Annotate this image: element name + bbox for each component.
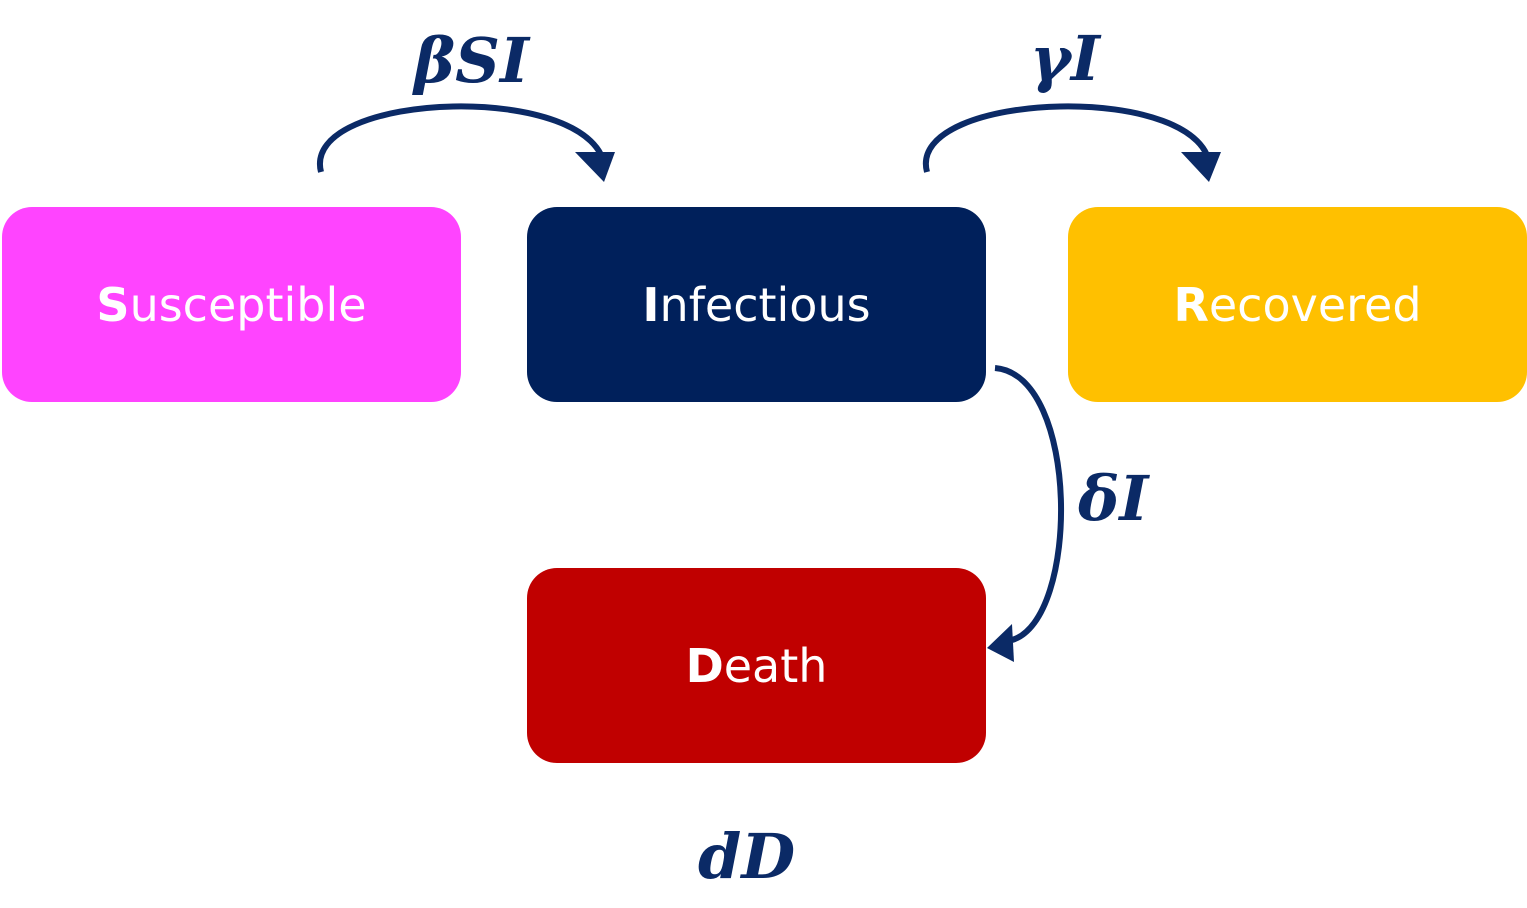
rate-death-label: δI bbox=[1078, 462, 1149, 535]
node-infectious: Infectious bbox=[527, 207, 986, 402]
rate-death-outflow-label: dD bbox=[698, 820, 796, 893]
node-recovered: Recovered bbox=[1068, 207, 1527, 402]
node-death-label: Death bbox=[685, 638, 828, 693]
node-susceptible: Susceptible bbox=[2, 207, 461, 402]
rate-infection-label: βSI bbox=[414, 24, 529, 97]
arrow-infectious-to-death bbox=[994, 365, 1065, 643]
node-susceptible-label: Susceptible bbox=[96, 277, 367, 332]
rate-recovery-label: γI bbox=[1030, 22, 1100, 95]
node-infectious-label: Infectious bbox=[642, 277, 871, 332]
arrowhead-susceptible-to-infectious bbox=[575, 152, 615, 182]
node-recovered-label: Recovered bbox=[1173, 277, 1422, 332]
arrowhead-infectious-to-recovered bbox=[1181, 152, 1221, 182]
arrow-infectious-to-recovered bbox=[922, 103, 1213, 173]
arrow-susceptible-to-infectious bbox=[317, 103, 608, 173]
node-death: Death bbox=[527, 568, 986, 763]
arrowhead-infectious-to-death bbox=[987, 624, 1014, 662]
